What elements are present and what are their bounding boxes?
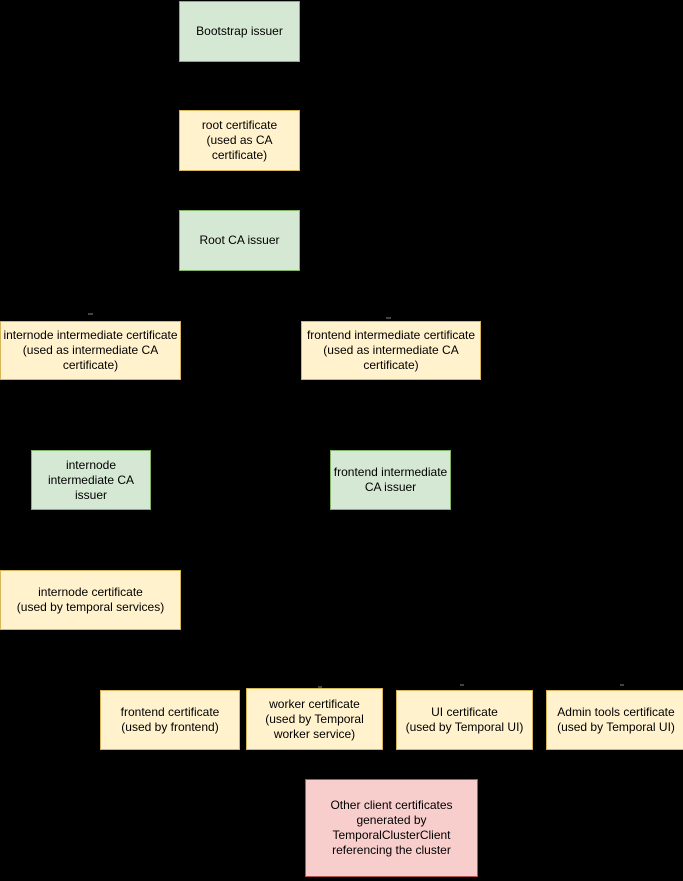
node-frontend-intermediate-certificate: frontend intermediate certificate (used … bbox=[301, 321, 481, 380]
arrowhead-artifact bbox=[460, 684, 464, 686]
arrowhead-artifact bbox=[88, 313, 93, 315]
arrowhead-artifact bbox=[318, 686, 322, 688]
node-internode-intermediate-certificate: internode intermediate certificate (used… bbox=[0, 321, 181, 380]
node-root-certificate: root certificate (used as CA certificate… bbox=[179, 110, 300, 171]
node-internode-intermediate-ca-issuer: internode intermediate CA issuer bbox=[31, 450, 151, 510]
node-internode-certificate: internode certificate (used by temporal … bbox=[0, 570, 181, 630]
node-root-ca-issuer: Root CA issuer bbox=[179, 210, 300, 271]
arrowhead-artifact bbox=[386, 317, 391, 319]
node-frontend-intermediate-ca-issuer: frontend intermediate CA issuer bbox=[330, 450, 451, 510]
node-admin-tools-certificate: Admin tools certificate (used by Tempora… bbox=[546, 690, 683, 750]
node-bootstrap-issuer: Bootstrap issuer bbox=[179, 1, 300, 62]
node-worker-certificate: worker certificate (used by Temporal wor… bbox=[246, 688, 383, 750]
node-frontend-certificate: frontend certificate (used by frontend) bbox=[100, 690, 240, 750]
arrowhead-artifact bbox=[620, 684, 624, 686]
node-other-client-certificates: Other client certificates generated by T… bbox=[305, 779, 478, 877]
node-ui-certificate: UI certificate (used by Temporal UI) bbox=[396, 690, 533, 750]
